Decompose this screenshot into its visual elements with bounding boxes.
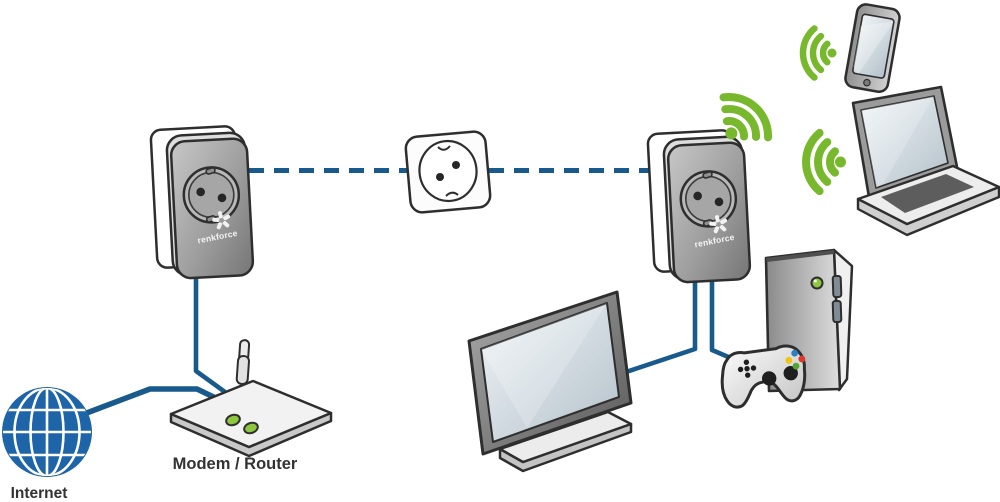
wifi-signal-laptop-icon (802, 128, 846, 196)
outlet-face (418, 139, 478, 203)
dpad-icon (737, 359, 757, 378)
button-red (798, 355, 806, 363)
renkforce-logo-icon (212, 211, 231, 230)
router-led-2 (243, 421, 259, 435)
stick-right (783, 365, 798, 381)
tv-screen-glare (481, 303, 607, 428)
connection-adapter-right-to-tv (625, 276, 698, 375)
outlet-clip-bottom (445, 191, 459, 197)
laptop-icon (851, 85, 1000, 237)
button-blue (791, 349, 799, 357)
connection-adapter-right-to-console (709, 276, 734, 362)
console-top-shade (766, 250, 834, 262)
phone-screen-glare (853, 21, 894, 75)
modem-router-icon (169, 339, 333, 458)
phone-screen (852, 13, 895, 79)
usb-port-1 (831, 274, 843, 299)
powerline-adapter-right: renkforce (646, 129, 752, 284)
renkforce-logo-icon (709, 215, 728, 234)
tv-icon (467, 290, 633, 473)
console-power-led (810, 276, 824, 290)
button-green (792, 362, 800, 370)
internet-label: Internet (11, 485, 68, 502)
stick-left (761, 371, 777, 386)
wifi-signal-adapter-icon (719, 92, 773, 142)
outlet-hole-2 (436, 173, 444, 181)
laptop-screen (860, 95, 949, 189)
antenna (235, 339, 251, 386)
socket-icon (182, 166, 241, 224)
laptop-screen-glare (861, 96, 934, 188)
powerline-adapter-left: renkforce (149, 125, 255, 280)
outlet-hole-1 (452, 161, 460, 169)
connection-adapter-left-to-router (193, 274, 227, 394)
usb-port-2 (831, 299, 843, 324)
tv-screen (480, 302, 620, 443)
wifi-signal-phone-icon (799, 25, 837, 81)
internet-globe-icon (2, 387, 92, 477)
gamepad-icon (720, 344, 807, 409)
modem-router-label: Modem / Router (173, 455, 298, 473)
phone-home-button (863, 78, 871, 87)
wall-outlet-icon (404, 130, 492, 214)
router-led-1 (225, 413, 241, 427)
button-yellow (785, 356, 793, 364)
globe-grid (3, 388, 91, 476)
smartphone-icon (844, 3, 901, 94)
outlet-clip-top (437, 145, 451, 151)
router-top (169, 379, 333, 449)
laptop-keyboard (881, 174, 974, 213)
socket-icon (679, 170, 738, 228)
